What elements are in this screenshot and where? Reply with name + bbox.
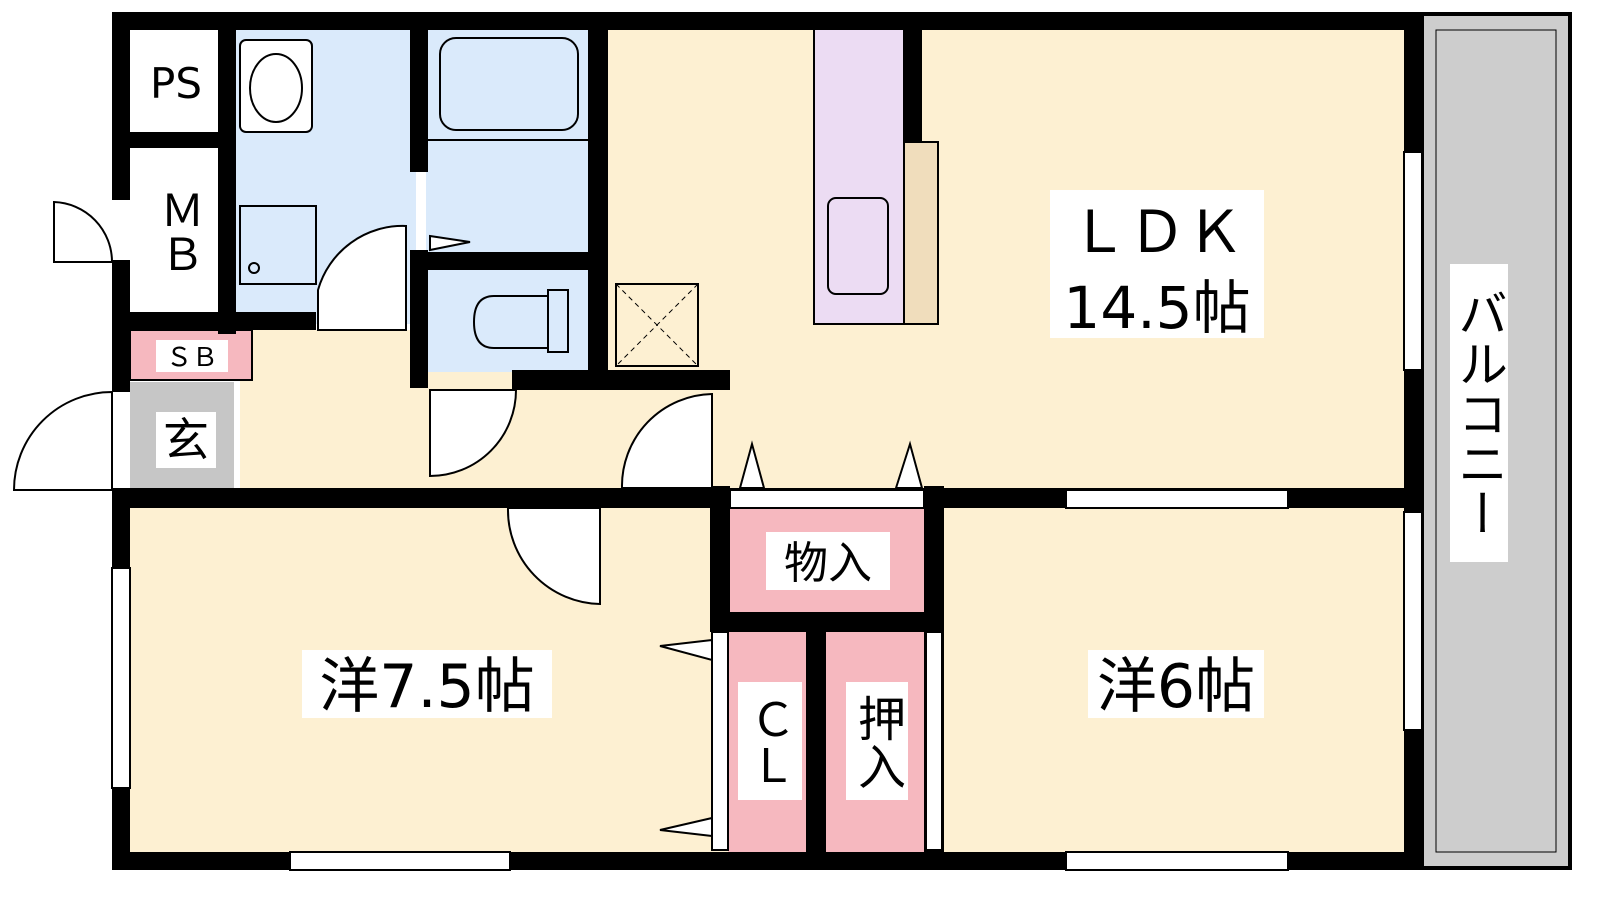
toilet-tank <box>547 289 569 353</box>
east-room-label: 洋6帖 <box>1097 652 1255 722</box>
washbasin-bowl <box>249 53 303 123</box>
window-east-ldk <box>1403 151 1423 371</box>
meter-box-label: ＭＢ <box>153 188 204 276</box>
toilet-bowl <box>472 295 549 349</box>
washing-machine <box>239 205 317 285</box>
meter-box-floor <box>130 148 220 314</box>
drain <box>248 262 260 274</box>
storage-label-bg <box>766 532 890 590</box>
west-room-label: 洋7.5帖 <box>319 652 534 722</box>
ldk-size: 14.5帖 <box>1063 274 1250 342</box>
balcony-label: バルコニー <box>1450 288 1508 538</box>
sliding-door-closet <box>711 631 729 851</box>
entrance-label-bg <box>156 412 216 468</box>
window-south-east <box>1065 851 1289 871</box>
kitchen-side-counter <box>903 141 939 325</box>
window-south-west <box>289 851 511 871</box>
sliding-door-oshiire <box>925 631 943 851</box>
ldk-label-bg <box>1050 190 1264 338</box>
shoe-box-label-bg <box>156 340 228 372</box>
hatch-cross-b <box>615 283 699 367</box>
window-east-room <box>1403 511 1423 731</box>
window-west <box>111 567 131 789</box>
closet-label: ＣＬ <box>743 696 797 788</box>
pipe-space-floor <box>130 28 220 132</box>
ldk-name: ＬＤＫ <box>1070 198 1244 266</box>
oshiire-label-bg <box>846 682 908 800</box>
balcony-label-bg <box>1450 264 1508 562</box>
storage-label: 物入 <box>784 538 872 589</box>
closet-label-bg <box>738 682 802 800</box>
window-ldk-south <box>1065 489 1289 509</box>
pipe-space-label: PS <box>150 59 202 108</box>
bathtub <box>439 37 579 131</box>
sliding-door-storage <box>729 489 925 509</box>
entrance-label: 玄 <box>163 413 209 467</box>
west-room-label-bg <box>302 650 552 718</box>
shoe-box-label: ＳＢ <box>166 343 218 373</box>
oshiire-label: 押入 <box>849 694 905 790</box>
east-room-label-bg <box>1088 650 1264 718</box>
kitchen-sink <box>827 197 889 295</box>
